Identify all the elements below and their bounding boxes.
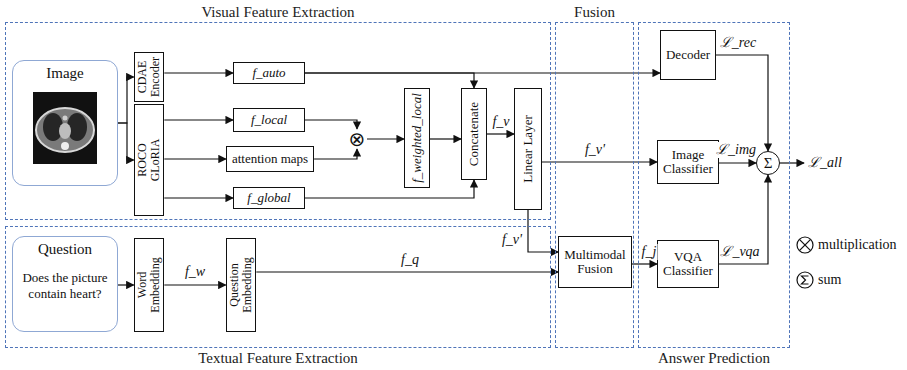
connector-arrow — [487, 133, 514, 134]
ct-scan-image — [33, 92, 97, 164]
box-label: Multimodal Fusion — [559, 248, 630, 277]
connector-arrow — [542, 161, 657, 162]
box-label: Decoder — [664, 48, 712, 62]
question-text: Does the picture contain heart? — [16, 270, 114, 302]
process-box: CDAE Encoder — [134, 52, 165, 102]
group-region: Visual Feature ExtractionImageCDAE Encod… — [5, 22, 551, 220]
connector-arrow — [305, 73, 474, 88]
connector-arrow — [632, 263, 657, 264]
box-label: Word Embedding — [136, 255, 161, 315]
input-box: QuestionDoes the picture contain heart? — [12, 236, 118, 332]
box-label: ROCO GLoRIA — [136, 135, 161, 185]
connector-arrow — [164, 72, 233, 73]
connector-arrow — [719, 175, 768, 264]
connector-arrow — [164, 119, 233, 120]
output-arrow — [780, 162, 804, 163]
connector-arrow — [367, 138, 404, 139]
process-box: ROCO GLoRIA — [134, 104, 165, 216]
group-region: FusionMultimodal Fusion — [555, 22, 634, 348]
feature-label: ℒ_vqa — [719, 244, 760, 260]
group-title: Fusion — [496, 4, 693, 20]
connector-arrow — [164, 284, 225, 285]
box-heading: Question — [13, 241, 117, 258]
feature-label: f_j — [641, 244, 658, 260]
connector-arrow — [314, 149, 357, 159]
legend-text: multiplication — [818, 236, 897, 254]
process-box: f_auto — [233, 62, 305, 84]
process-box: Multimodal Fusion — [558, 236, 631, 288]
connector-arrow — [118, 123, 134, 160]
group-region: Textual Feature ExtractionQuestionDoes t… — [5, 226, 551, 348]
legend-sample — [797, 237, 813, 253]
feature-label: f_v' — [584, 142, 606, 158]
legend-sample — [797, 272, 813, 288]
process-box: Decoder — [660, 30, 716, 80]
connector-arrow — [305, 72, 660, 73]
connector-arrow — [164, 197, 233, 198]
box-label: f_global — [245, 191, 292, 205]
process-box: VQA Classifier — [657, 240, 719, 288]
sum-node: Σ — [756, 151, 780, 175]
box-label: f_auto — [250, 66, 287, 80]
connector-arrow — [528, 210, 558, 252]
box-label: Concatenate — [467, 90, 481, 178]
connector-arrow — [305, 180, 474, 198]
process-box: f_weighted_local — [404, 88, 430, 188]
connector-arrow — [716, 55, 768, 151]
group-title: Answer Prediction — [579, 350, 849, 366]
box-heading: Image — [13, 65, 117, 82]
feature-label: ℒ_rec — [719, 35, 757, 51]
process-box: Question Embedding — [226, 238, 257, 332]
process-box: attention maps — [226, 146, 314, 172]
connector-arrow — [164, 158, 226, 159]
operator-glyph: Σ — [764, 156, 773, 171]
feature-label: f_v' — [501, 232, 523, 248]
box-label: attention maps — [230, 152, 310, 166]
connector-arrow — [430, 138, 461, 139]
connector-arrow — [256, 271, 558, 272]
loss-label: ℒ_all — [808, 154, 842, 172]
input-box: Image — [12, 60, 118, 186]
legend-text: sum — [818, 271, 841, 289]
connector-arrow — [305, 120, 357, 129]
connector-arrow — [118, 284, 134, 285]
operator-glyph: ⊗ — [349, 129, 366, 149]
box-label: CDAE Encoder — [136, 54, 161, 100]
connector-arrow — [719, 162, 756, 163]
feature-label: f_v — [491, 114, 510, 130]
box-label: f_local — [249, 113, 289, 127]
connector-arrow — [118, 77, 134, 123]
operator-symbol: ⊗ — [347, 129, 367, 149]
group-region: Answer PredictionDecoderImage Classifier… — [638, 22, 790, 348]
box-label: f_weighted_local — [410, 90, 424, 186]
process-box: Linear Layer — [514, 88, 542, 210]
process-box: f_local — [233, 108, 305, 132]
group-title: Visual Feature Extraction — [0, 4, 610, 20]
process-box: f_global — [233, 187, 305, 209]
process-box: Concatenate — [461, 88, 487, 180]
group-title: Textual Feature Extraction — [0, 350, 610, 366]
box-label: Linear Layer — [521, 90, 535, 208]
box-label: VQA Classifier — [658, 250, 718, 279]
feature-label: f_q — [400, 252, 420, 268]
feature-label: ℒ_img — [715, 142, 757, 158]
process-box: Image Classifier — [657, 140, 719, 184]
box-label: Image Classifier — [658, 148, 718, 177]
feature-label: f_w — [184, 264, 206, 280]
box-label: Question Embedding — [228, 255, 253, 315]
process-box: Word Embedding — [134, 238, 165, 332]
